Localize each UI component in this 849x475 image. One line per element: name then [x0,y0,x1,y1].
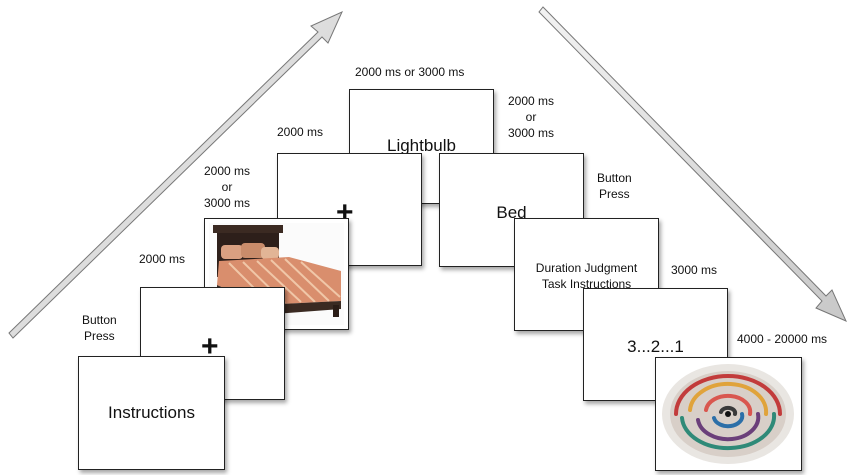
instructions-text: Instructions [79,403,224,423]
countdown-text: 3...2...1 [584,337,727,357]
swirl-image-card [655,357,802,471]
timing-3000-label: 3000 ms [671,262,717,278]
timing-top-label: 2000 ms or 3000 ms [355,64,464,80]
instructions-card: Instructions [78,356,225,470]
timing-2000-label-b: 2000 ms [277,124,323,140]
swirl-image-icon [656,358,800,469]
duration-instructions-line1: Duration Judgment [515,261,658,275]
timing-2000-or-3000-label-b: 2000 ms or 3000 ms [508,93,554,141]
button-press-label-2: Button Press [597,170,632,202]
timing-2000-or-3000-label-a: 2000 ms or 3000 ms [204,163,250,211]
timing-2000-label-a: 2000 ms [139,251,185,267]
button-press-label-1: Button Press [82,312,117,344]
timing-final-label: 4000 - 20000 ms [737,331,827,347]
